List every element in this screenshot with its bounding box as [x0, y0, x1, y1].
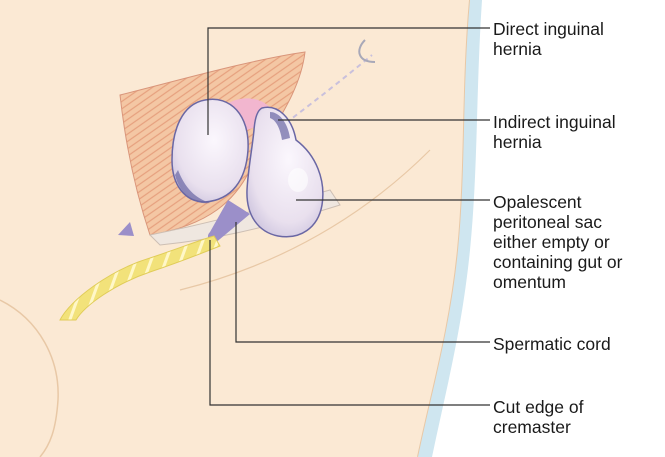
label-cut-edge-cremaster: Cut edge of cremaster — [493, 397, 583, 437]
sac-highlight — [288, 168, 308, 192]
label-peritoneal-sac: Opalescent peritoneal sac either empty o… — [493, 192, 622, 292]
label-spermatic-cord: Spermatic cord — [493, 334, 611, 354]
label-direct-inguinal-hernia: Direct inguinal hernia — [493, 19, 604, 59]
label-indirect-inguinal-hernia: Indirect inguinal hernia — [493, 112, 616, 152]
